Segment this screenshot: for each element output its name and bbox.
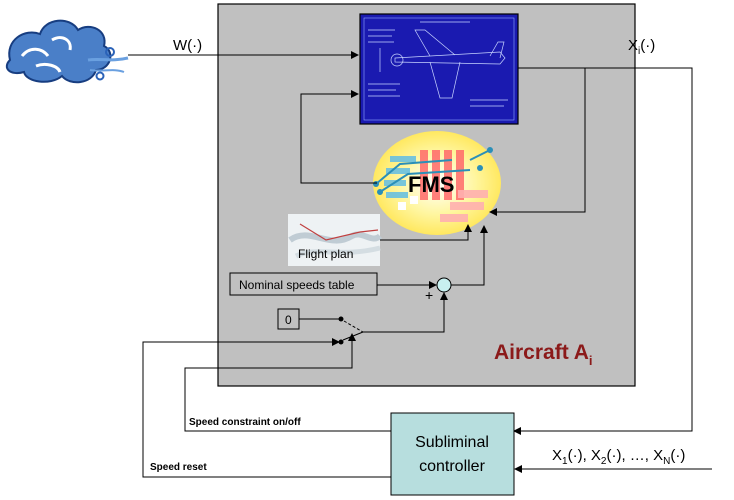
state-feedback-to-fms-arrow bbox=[489, 67, 586, 216]
wind-label: W(·) bbox=[173, 37, 202, 54]
speed-constraint-label: Speed constraint on/off bbox=[189, 417, 301, 428]
fms-to-aircraft-arrow bbox=[300, 90, 377, 184]
states-input-label: X1(·), X2(·), …, XN(·) bbox=[552, 447, 685, 467]
aircraft-label: Aircraft Ai bbox=[494, 341, 593, 368]
subliminal-controller-box bbox=[390, 412, 515, 496]
controller-label-line1: Subliminal bbox=[415, 434, 489, 451]
flight-plan-label: Flight plan bbox=[298, 247, 353, 261]
plus-sign: + bbox=[425, 287, 433, 303]
speed-reset-label: Speed reset bbox=[150, 462, 207, 473]
nominal-speeds-table-box bbox=[229, 272, 378, 296]
state-output-label: Xi(·) bbox=[628, 37, 655, 57]
switch-to-summer-arrow bbox=[363, 292, 448, 333]
wind-cloud-icon bbox=[5, 19, 129, 84]
nominal-speeds-table-label: Nominal speeds table bbox=[239, 278, 355, 292]
fms-label: FMS bbox=[408, 172, 454, 197]
fms-chip-image bbox=[373, 131, 501, 235]
summing-junction bbox=[436, 277, 452, 293]
speed-reset-arrow bbox=[142, 338, 391, 478]
state-output-line bbox=[513, 67, 693, 435]
flight-plan-to-fms-arrow bbox=[380, 224, 472, 241]
speed-constraint-arrow bbox=[184, 333, 391, 432]
zero-label: 0 bbox=[285, 313, 292, 327]
controller-label-line2: controller bbox=[419, 458, 485, 475]
summer-to-fms-arrow bbox=[451, 225, 488, 286]
flight-plan-image bbox=[288, 214, 383, 266]
aircraft-blueprint-image bbox=[359, 13, 519, 125]
